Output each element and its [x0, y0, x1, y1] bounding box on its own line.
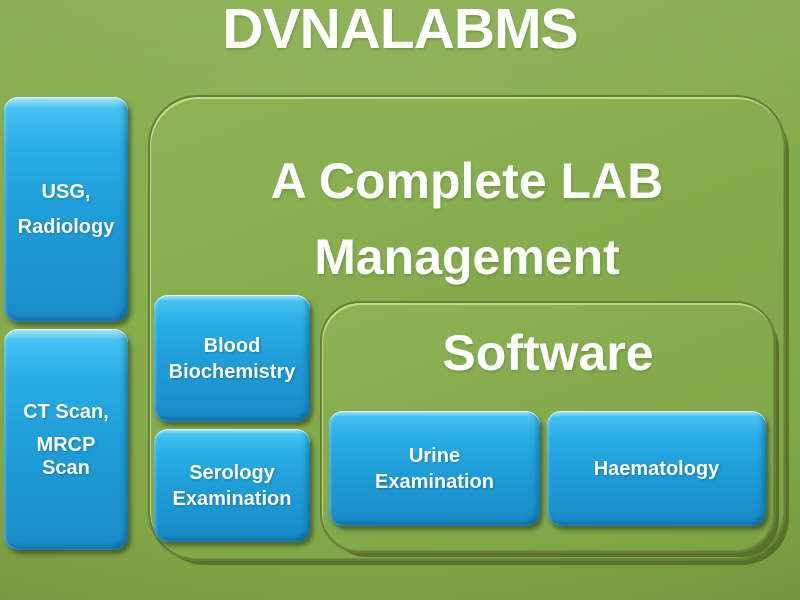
software-panel-title: Software [442, 325, 654, 381]
urine-label-line1: Urine [408, 444, 461, 467]
urine-label-line2: Examination [375, 470, 494, 493]
lab-management-panel: A Complete LAB Management Blood Biochemi… [148, 95, 786, 561]
ct-mrcp-box: CT Scan, MRCP Scan [4, 329, 128, 550]
usg-label-line1: USG, [41, 181, 91, 203]
lab-management-heading: A Complete LAB Management [270, 153, 664, 285]
software-panel: Software Urine Examination Haematology [320, 301, 776, 553]
usg-label-line2: Radiology [17, 216, 115, 238]
ct-label-line2: MRCP Scan [36, 434, 96, 479]
usg-radiology-box: USG, Radiology [4, 97, 128, 322]
blood-biochemistry-box: Blood Biochemistry [154, 295, 310, 422]
ct-label-line1: CT Scan, [23, 401, 109, 423]
serology-label-line1: Serology [189, 461, 275, 484]
blood-label-line1: Blood [203, 334, 261, 357]
serology-examination-box: Serology Examination [154, 429, 310, 542]
blood-label-line2: Biochemistry [168, 360, 296, 383]
haematology-box: Haematology [547, 411, 766, 526]
haematology-label: Haematology [593, 457, 720, 480]
serology-label-line2: Examination [172, 487, 292, 510]
urine-examination-box: Urine Examination [329, 411, 540, 526]
slide-title: DVNALABMS [222, 0, 578, 61]
